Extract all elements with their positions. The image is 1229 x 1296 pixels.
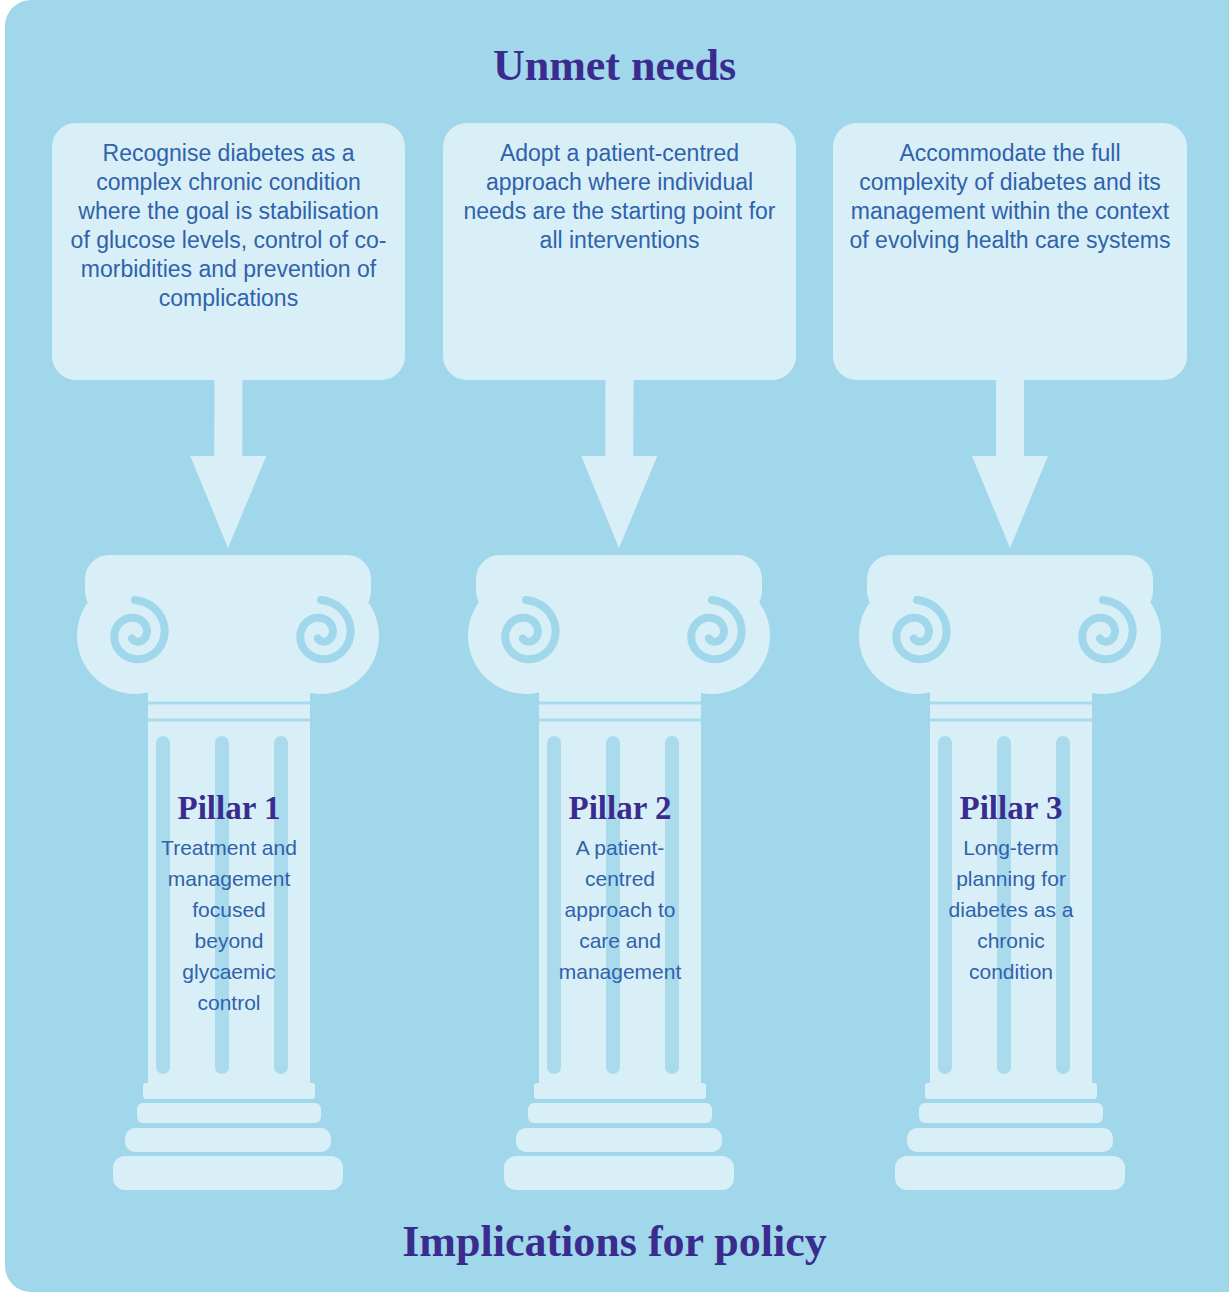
pillar-heading: Pillar 1 — [148, 788, 310, 828]
pillar-flute — [547, 736, 561, 1074]
pillar-text: Pillar 2A patient-centred approach to ca… — [539, 788, 701, 987]
neck-line — [930, 719, 1092, 722]
pillar-shaft — [539, 688, 701, 1083]
volute-spiral — [114, 600, 164, 659]
neck-line — [930, 702, 1092, 705]
pillar-base — [113, 1156, 343, 1190]
pillar-base — [895, 1156, 1125, 1190]
neck-line — [539, 719, 701, 722]
pillar-text: Pillar 3Long-term planning for diabetes … — [930, 788, 1092, 987]
volute-spiral — [1082, 600, 1132, 659]
pillar-base — [516, 1128, 722, 1152]
background-rect — [5, 0, 1229, 1292]
pillar-body: Long-term planning for diabetes as a chr… — [943, 832, 1079, 987]
pillar-base — [125, 1128, 331, 1152]
box-text: Adopt a patient-centred approach where i… — [457, 139, 782, 255]
pillar-base — [534, 1083, 706, 1099]
pillar-base — [919, 1103, 1103, 1123]
pillar-body: A patient-centred approach to care and m… — [552, 832, 688, 987]
volute-spiral — [691, 600, 741, 659]
need-box: Accommodate the full complexity of diabe… — [833, 123, 1187, 380]
neck-line — [148, 702, 310, 705]
pillar-node: Pillar 3Long-term planning for diabetes … — [845, 548, 1175, 1193]
pillar-base — [907, 1128, 1113, 1152]
pillar-heading: Pillar 3 — [930, 788, 1092, 828]
pillar-shaft — [148, 688, 310, 1083]
pillar-flute — [274, 736, 288, 1074]
pillar-flute — [156, 736, 170, 1074]
footer-heading: Implications for policy — [0, 1216, 1229, 1267]
pillar-node: Pillar 1Treatment and management focused… — [63, 548, 393, 1193]
pillar-base — [143, 1083, 315, 1099]
neck-line — [148, 719, 310, 722]
pillar-text: Pillar 1Treatment and management focused… — [148, 788, 310, 1018]
down-arrow — [190, 380, 266, 548]
box-text: Recognise diabetes as a complex chronic … — [66, 139, 391, 313]
pillar-base — [925, 1083, 1097, 1099]
down-arrow — [972, 380, 1048, 548]
pillar-body: Treatment and management focused beyond … — [161, 832, 297, 1018]
down-arrow — [581, 380, 657, 548]
volute-spiral — [896, 600, 946, 659]
need-box: Adopt a patient-centred approach where i… — [443, 123, 796, 380]
pillar-node: Pillar 2A patient-centred approach to ca… — [454, 548, 784, 1193]
volute-spiral — [505, 600, 555, 659]
pillar-shaft — [930, 688, 1092, 1083]
pillar-base — [528, 1103, 712, 1123]
diagram-title: Unmet needs — [0, 40, 1229, 91]
volute-spiral — [300, 600, 350, 659]
box-text: Accommodate the full complexity of diabe… — [847, 139, 1173, 255]
pillar-heading: Pillar 2 — [539, 788, 701, 828]
pillar-base — [504, 1156, 734, 1190]
need-box: Recognise diabetes as a complex chronic … — [52, 123, 405, 380]
neck-line — [539, 702, 701, 705]
pillar-base — [137, 1103, 321, 1123]
